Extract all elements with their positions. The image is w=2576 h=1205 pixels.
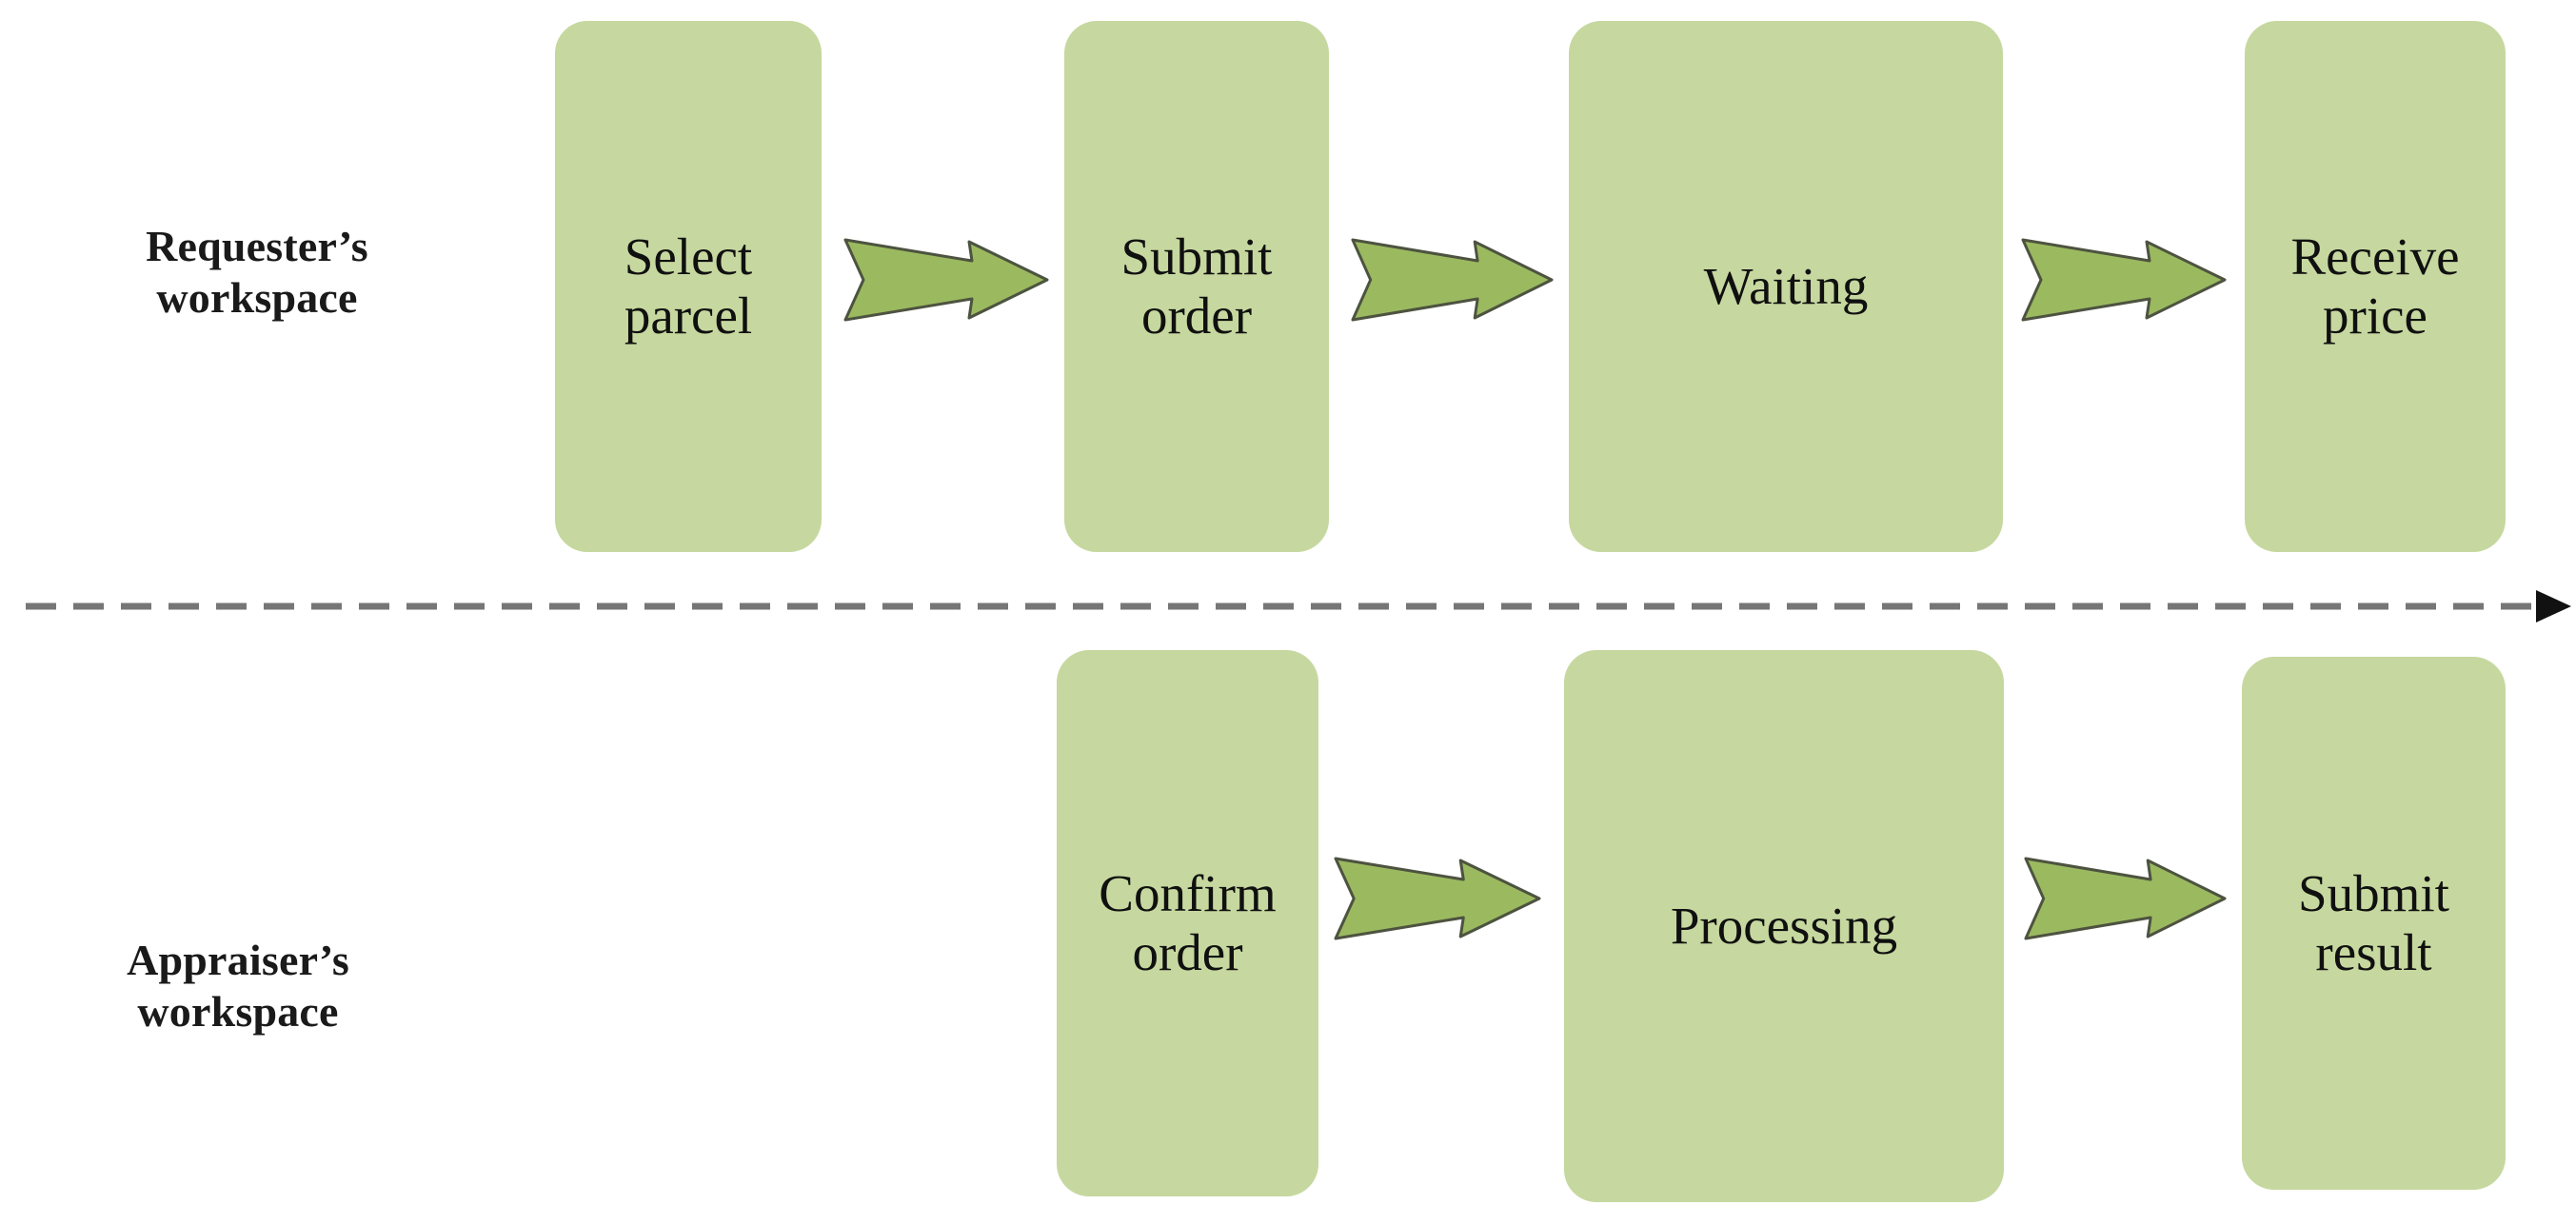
process-box-confirm-order[interactable]: Confirm order [1057,650,1318,1196]
process-box-select-parcel[interactable]: Select parcel [555,21,822,552]
process-box-processing[interactable]: Processing [1564,650,2004,1202]
process-box-label: Processing [1670,897,1898,956]
process-box-label: Submit result [2298,864,2449,981]
arrow-right-icon-waiting-to-receive [2020,236,2228,324]
process-box-label: Submit order [1120,227,1273,345]
arrow-right-icon-processing-to-submit [2023,855,2228,942]
process-box-label: Waiting [1703,257,1869,316]
process-box-submit-result[interactable]: Submit result [2242,657,2506,1190]
arrow-right-icon-select-to-submit [842,236,1050,324]
process-box-label: Confirm order [1099,864,1277,981]
process-box-receive-price[interactable]: Receive price [2245,21,2506,552]
lane-divider [0,571,2576,643]
process-box-waiting[interactable]: Waiting [1569,21,2003,552]
process-box-label: Receive price [2290,227,2460,345]
arrow-right-icon-submit-to-waiting [1350,236,1555,324]
process-box-submit-order[interactable]: Submit order [1064,21,1329,552]
arrow-right-icon-confirm-to-processing [1333,855,1542,942]
lane-label-requester: Requester’s workspace [146,222,368,323]
process-box-label: Select parcel [624,227,753,345]
lane-label-appraiser: Appraiser’s workspace [127,936,349,1037]
